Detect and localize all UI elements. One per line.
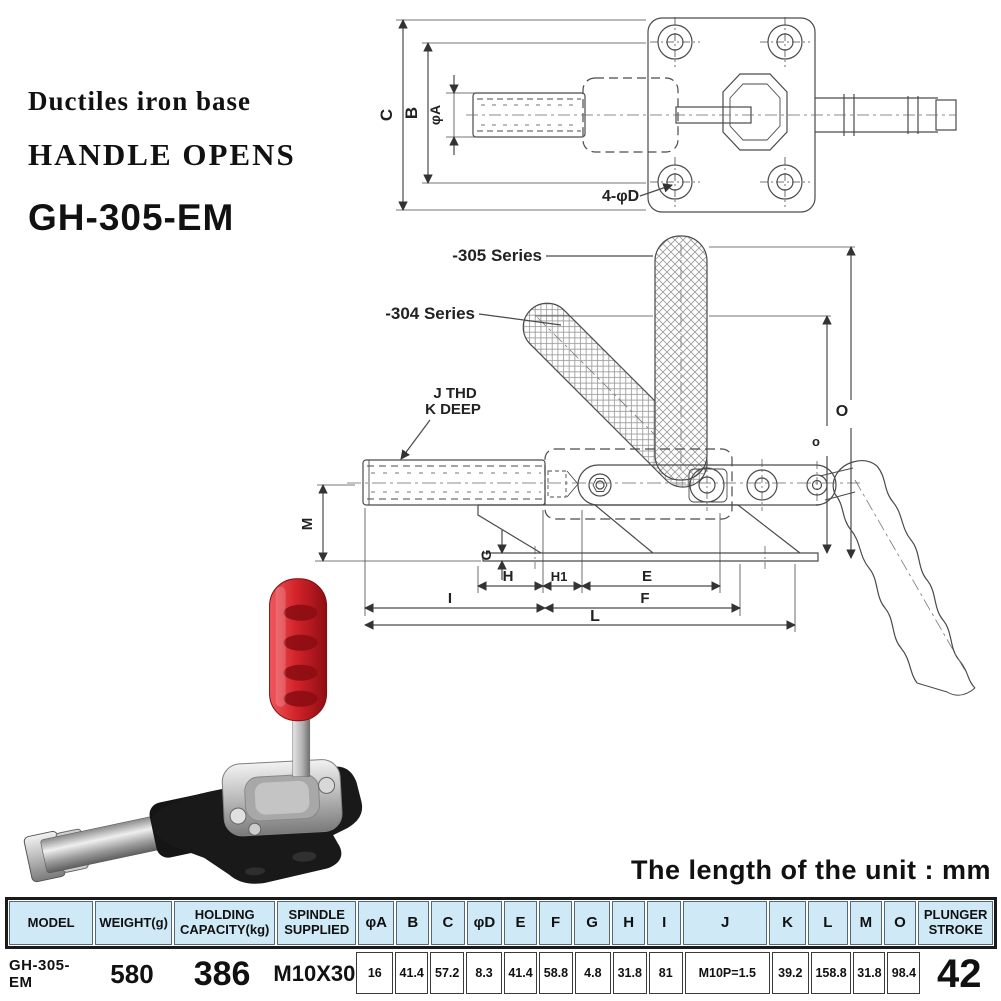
dim-b (422, 42, 646, 184)
spec-table-value-row: GH-305-EM 580 386 M10X30 16 41.4 57.2 8.… (5, 949, 997, 997)
value-h: 31.8 (612, 952, 647, 994)
value-plunger-stroke: 42 (936, 951, 982, 996)
title-block: Ductiles iron base HANDLE OPENS GH-305-E… (28, 86, 296, 239)
value-m: 31.8 (853, 952, 886, 994)
handle-open-position (819, 460, 976, 696)
col-header-i: I (647, 901, 681, 945)
value-spindle: M10X30 (273, 961, 356, 986)
side-view-geometry (315, 235, 976, 696)
value-g: 4.8 (574, 952, 611, 994)
handle-opens-text: HANDLE OPENS (28, 137, 296, 172)
dim-label-c: C (378, 109, 396, 121)
value-i: 81 (648, 952, 683, 994)
photo-clamp-block (221, 759, 343, 837)
top-view-drawing: C B φA 4-φD (378, 17, 957, 213)
value-j: M10P=1.5 (684, 952, 770, 994)
col-header-k: K (769, 901, 806, 945)
col-header-f: F (538, 901, 573, 945)
dim-c (396, 19, 646, 211)
col-header-e: E (504, 901, 537, 945)
dim-o (535, 246, 856, 559)
series-304-label: -304 Series (385, 304, 475, 323)
unit-note: The length of the unit : mm (631, 855, 991, 885)
series-304-leader (478, 313, 562, 326)
col-header-g: G (574, 901, 610, 945)
value-phi-d: 8.3 (466, 952, 503, 994)
col-header-l: L (807, 901, 849, 945)
value-b: 41.4 (395, 952, 429, 994)
linkage (577, 459, 837, 511)
thread-note-line1: J THD (433, 385, 477, 402)
col-header-phi-a: φA (358, 901, 395, 945)
dim-label-g: G (478, 549, 494, 560)
dim-label-phi-a: φA (427, 105, 443, 125)
value-phi-a: 16 (356, 952, 394, 994)
dim-label-o-small: o (812, 434, 820, 449)
dim-l (364, 564, 796, 632)
col-header-j: J (682, 901, 768, 945)
thread-note-line2: K DEEP (425, 401, 481, 418)
dim-m (315, 484, 481, 562)
dim-label-e: E (642, 568, 652, 585)
dim-label-b: B (402, 107, 421, 119)
col-header-m: M (850, 901, 882, 945)
col-header-model: MODEL (9, 901, 94, 945)
dim-label-m: M (299, 518, 316, 531)
dim-label-l: L (590, 608, 600, 625)
value-model: GH-305-EM (9, 957, 71, 991)
holes-leader-line (639, 183, 673, 197)
col-header-c: C (431, 901, 465, 945)
col-header-weight: WEIGHT(g) (95, 901, 172, 945)
col-header-o: O (883, 901, 917, 945)
col-header-phi-d: φD (466, 901, 503, 945)
photo-red-grip (269, 578, 328, 722)
dim-label-i: I (448, 590, 452, 607)
clamp-photo-group (23, 578, 363, 884)
mounting-holes (650, 17, 810, 207)
dim-label-o: O (836, 403, 848, 420)
dim-label-h1: H1 (551, 569, 568, 584)
product-photo (23, 578, 363, 884)
handle-305 (654, 235, 708, 481)
base (477, 504, 819, 569)
col-header-h: H (611, 901, 646, 945)
dim-label-f: F (640, 590, 649, 607)
value-l: 158.8 (810, 952, 852, 994)
base-material-text: Ductiles iron base (28, 86, 252, 116)
value-k: 39.2 (771, 952, 809, 994)
model-number-text: GH-305-EM (28, 197, 235, 238)
value-e: 41.4 (504, 952, 537, 994)
col-header-b: B (396, 901, 430, 945)
dim-phi-a (446, 75, 476, 155)
side-view-drawing: -305 Series -304 Series J THD K DEEP M G… (299, 235, 976, 696)
dim-label-h: H (503, 568, 514, 585)
value-c: 57.2 (430, 952, 465, 994)
thread-leader (400, 419, 431, 460)
holes-label: 4-φD (602, 188, 639, 205)
value-f: 58.8 (538, 952, 573, 994)
value-o: 98.4 (887, 952, 921, 994)
series-305-label: -305 Series (452, 246, 542, 265)
dim-h-h1-e (477, 510, 721, 593)
value-holding-capacity: 386 (193, 954, 251, 993)
top-view-geometry (396, 17, 957, 213)
dim-i-f (364, 508, 741, 616)
value-weight: 580 (110, 958, 154, 989)
